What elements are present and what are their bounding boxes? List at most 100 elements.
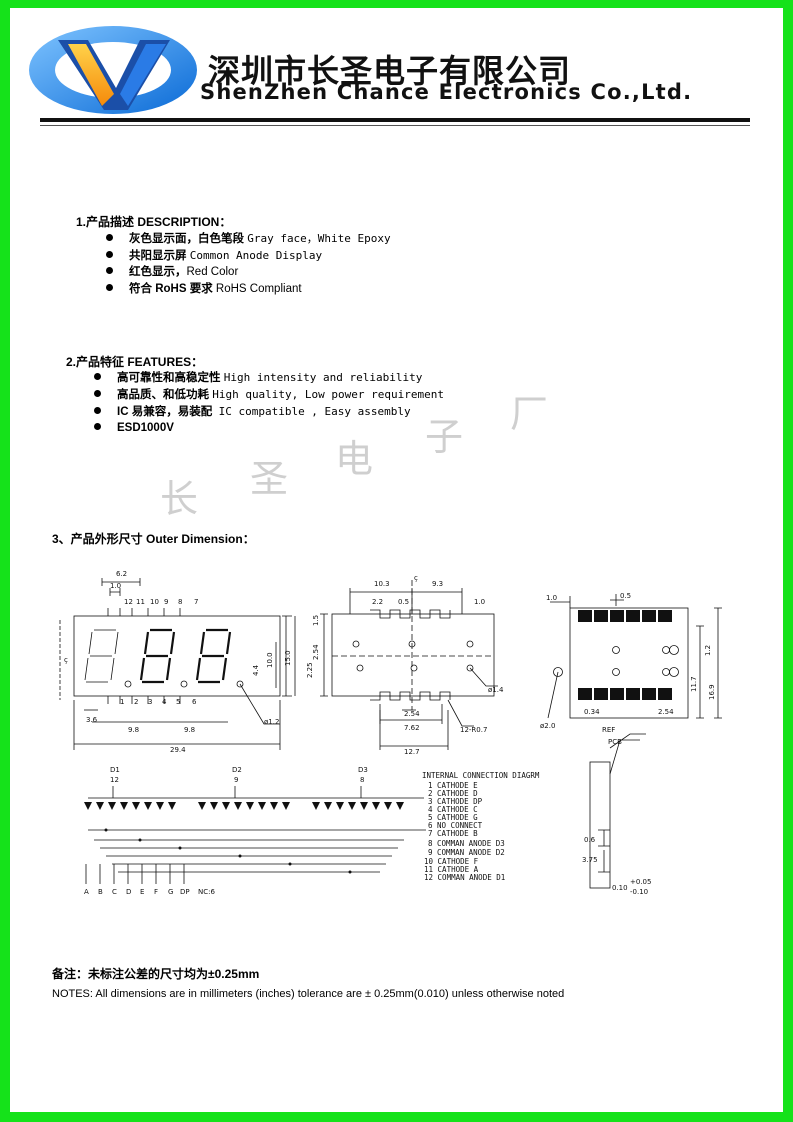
dim-label: REF — [602, 726, 615, 734]
connection-pin: 7 CATHODE B — [428, 829, 478, 838]
dim-label: 0.10 — [612, 884, 628, 892]
description-item: 红色显示，Red Color — [106, 264, 391, 281]
dim-label: 1.0 — [546, 594, 557, 602]
connection-pin: 1 CATHODE E — [428, 781, 478, 790]
dim-label: 12-R0.7 — [460, 726, 487, 734]
connection-pin: 12 COMMAN ANODE D1 — [424, 873, 505, 882]
pin-label: 4 — [162, 698, 167, 706]
display-body-outline — [73, 615, 281, 697]
internal-connection-diagram: INTERNAL CONNECTION DIAGRM 1 CATHODE E 2… — [422, 771, 540, 882]
centerline-mark: ç — [414, 574, 418, 582]
bullet-icon — [94, 423, 101, 430]
digit-1 — [84, 629, 119, 683]
dim-label: 0.5 — [398, 598, 409, 606]
company-name-en: ShenZhen Chance Electronics Co.,Ltd. — [200, 80, 693, 104]
description-heading: 1.产品描述 DESCRIPTION： — [76, 215, 232, 229]
bullet-icon — [106, 234, 113, 241]
dim-label: 16.9 — [708, 684, 716, 700]
feature-item: IC 易兼容，易装配 IC compatible , Easy assembly — [94, 403, 444, 420]
connection-pin: 10 CATHODE F — [424, 857, 479, 866]
digit-name: D1 — [110, 766, 120, 774]
dim-label: ø1.4 — [488, 686, 504, 694]
pin-label: 2 — [134, 698, 138, 706]
pcb-outline — [569, 607, 689, 719]
features-list: 高可靠性和高稳定性 High intensity and reliability… — [94, 369, 444, 437]
pin-label: 3 — [148, 698, 152, 706]
dim-label: -0.10 — [630, 888, 648, 896]
company-logo — [29, 26, 197, 114]
header-rule — [40, 118, 750, 122]
connection-pin: 9 COMMAN ANODE D2 — [428, 848, 505, 857]
dim-label: 9.8 — [184, 726, 195, 734]
notes-cn: 备注：未标注公差的尺寸均为±0.25mm — [52, 967, 260, 981]
pin-label: 10 — [150, 598, 159, 606]
connection-pin: 3 CATHODE DP — [428, 797, 483, 806]
digit-2 — [139, 628, 176, 684]
segment-label: E — [140, 888, 144, 896]
dim-label: 9.3 — [432, 580, 443, 588]
dim-label: 2.54 — [658, 708, 674, 716]
dim-label: 1.0 — [474, 598, 485, 606]
bullet-icon — [94, 407, 101, 414]
bullet-icon — [94, 390, 101, 397]
dimension-heading: 3、产品外形尺寸 Outer Dimension： — [52, 532, 255, 546]
dim-label: 1.2 — [704, 645, 712, 656]
connection-pin: 2 CATHODE D — [428, 789, 478, 798]
description-item: 共阳显示屏 Common Anode Display — [106, 247, 391, 264]
dimension-drawing: 6.2 1.0 12 11 10 9 8 7 1 2 3 4 5 6 3.6 9… — [59, 570, 722, 896]
bullet-icon — [94, 373, 101, 380]
dim-label: 2.2 — [372, 598, 383, 606]
segment-label: F — [154, 888, 158, 896]
pin-label: 9 — [164, 598, 168, 606]
connection-pin: 4 CATHODE C — [428, 805, 478, 814]
feature-item: 高可靠性和高稳定性 High intensity and reliability — [94, 369, 444, 386]
dim-label: ø1.2 — [264, 718, 279, 726]
dim-label: 29.4 — [170, 746, 186, 754]
watermark-char: 长 — [160, 477, 199, 521]
bullet-icon — [106, 267, 113, 274]
dim-label: 10.3 — [374, 580, 390, 588]
connection-pin: 5 CATHODE G — [428, 813, 478, 822]
datasheet-page: 深圳市长圣电子有限公司 ShenZhen Chance Electronics … — [10, 8, 783, 1112]
bullet-icon — [106, 284, 113, 291]
header-rule-thin — [40, 125, 750, 126]
description-list: 灰色显示面，白色笔段 Gray face，White Epoxy 共阳显示屏 C… — [106, 230, 391, 298]
description-item: 符合 RoHS 要求 RoHS Compliant — [106, 281, 391, 298]
pin-label: 12 — [124, 598, 133, 606]
segment-label: G — [168, 888, 173, 896]
pin-label: 7 — [194, 598, 198, 606]
watermark-char: 电 — [335, 437, 374, 481]
dim-label: 11.7 — [690, 676, 698, 692]
connection-pin: 8 COMMAN ANODE D3 — [428, 839, 505, 848]
digit-name: D2 — [232, 766, 242, 774]
pin-label: 5 — [176, 698, 180, 706]
dim-label: 3.6 — [86, 716, 98, 724]
dim-label: 3.75 — [582, 856, 598, 864]
segment-label: DP — [180, 888, 190, 896]
segment-label: B — [98, 888, 103, 896]
dim-label: 4.4 — [252, 664, 260, 676]
digit-pin: 12 — [110, 776, 119, 784]
notes-en: NOTES: All dimensions are in millimeters… — [52, 988, 565, 1000]
pin-label: 6 — [192, 698, 197, 706]
led-diode-array — [84, 610, 672, 874]
connection-title: INTERNAL CONNECTION DIAGRM — [422, 771, 540, 780]
pin-label: 8 — [178, 598, 182, 606]
segment-label: C — [112, 888, 117, 896]
dim-label: 1.0 — [110, 582, 121, 590]
feature-item: ESD1000V — [94, 420, 444, 437]
company-name-cn: 深圳市长圣电子有限公司 — [208, 52, 572, 90]
connection-pin: 6 NO CONNECT — [428, 821, 483, 830]
dim-label: 7.62 — [404, 724, 420, 732]
features-heading: 2.产品特征 FEATURES： — [66, 355, 204, 369]
digit-pin: 8 — [360, 776, 364, 784]
dim-label: 1.5 — [312, 615, 320, 626]
feature-item: 高品质、和低功耗 High quality, Low power require… — [94, 386, 444, 403]
bullet-icon — [106, 251, 113, 258]
dim-label: 0.6 — [584, 836, 596, 844]
dim-label: PCB — [608, 738, 622, 746]
dim-label: 0.5 — [620, 592, 631, 600]
pin-label: 1 — [120, 698, 124, 706]
dim-label: 12.7 — [404, 748, 420, 756]
connection-pin: 11 CATHODE A — [424, 865, 479, 874]
